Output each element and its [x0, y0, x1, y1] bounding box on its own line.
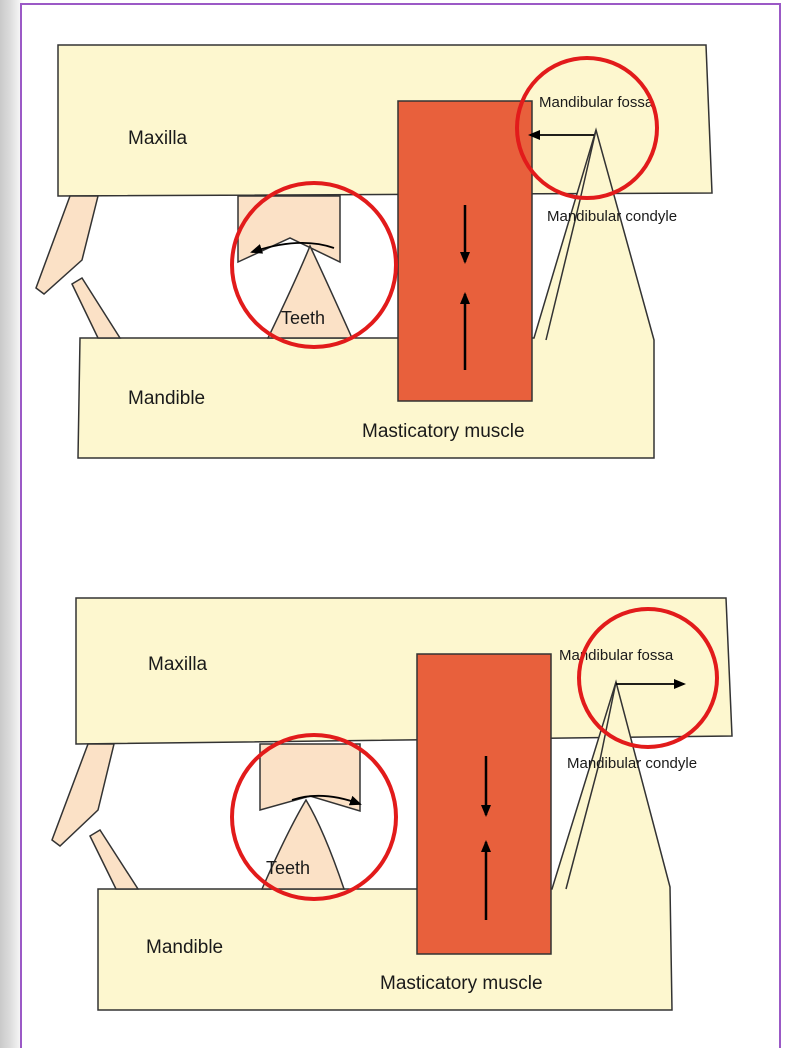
top-front-lower-tooth: [72, 278, 120, 338]
top-maxilla-label: Maxilla: [128, 128, 188, 149]
bottom-panel: Maxilla Mandible Teeth Masticatory muscl…: [52, 598, 732, 1010]
bottom-front-lower-tooth: [90, 830, 138, 889]
bottom-fossa-label: Mandibular fossa: [559, 647, 674, 664]
bottom-masticatory-muscle: [417, 654, 551, 954]
top-fossa-label: Mandibular fossa: [539, 94, 654, 111]
bottom-condyle-label: Mandibular condyle: [567, 755, 697, 772]
bottom-mandible-label: Mandible: [146, 937, 223, 958]
top-maxilla-bone: [58, 45, 712, 196]
top-front-upper-tooth: [36, 196, 98, 294]
top-mandible-label: Mandible: [128, 388, 205, 409]
top-panel: Maxilla Mandible Teeth Masticatory muscl…: [36, 45, 712, 458]
bottom-teeth-label: Teeth: [266, 858, 310, 878]
top-condyle-label: Mandibular condyle: [547, 208, 677, 225]
top-muscle-label: Masticatory muscle: [362, 421, 525, 442]
bottom-upper-tooth: [260, 744, 360, 811]
bottom-muscle-label: Masticatory muscle: [380, 973, 543, 994]
top-teeth-label: Teeth: [281, 308, 325, 328]
bottom-maxilla-label: Maxilla: [148, 654, 208, 675]
bottom-front-upper-tooth: [52, 744, 114, 846]
